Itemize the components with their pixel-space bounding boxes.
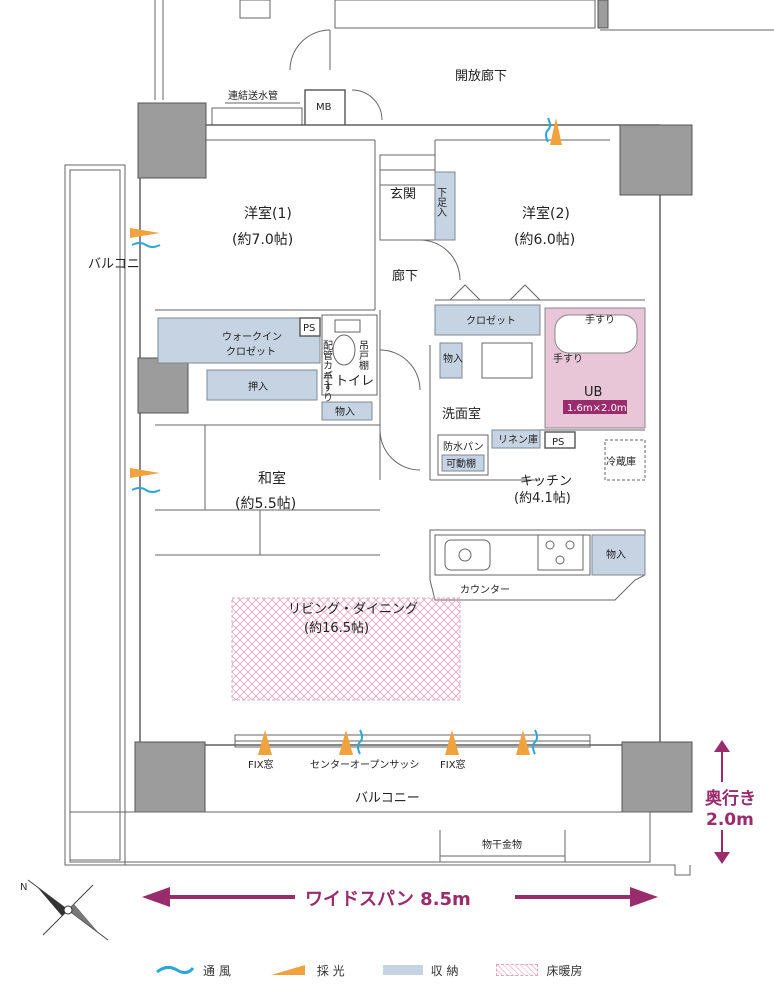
fix2-label: FIX窓 bbox=[440, 758, 466, 771]
monoire-mid-label: 物入 bbox=[443, 352, 463, 365]
monohoshi-label: 物干金物 bbox=[482, 838, 522, 851]
tesuri-bath2-label: 手すり bbox=[553, 352, 583, 365]
fix1-label: FIX窓 bbox=[248, 758, 274, 771]
tesuri-bath1-label: 手すり bbox=[585, 313, 615, 326]
depth-value: 2.0m bbox=[706, 810, 754, 830]
yoshitsu1-size: (約7.0帖) bbox=[232, 232, 293, 248]
storage-swatch-icon bbox=[382, 965, 423, 975]
kitchen-counter: 物入 カウンター bbox=[429, 529, 646, 601]
yoshitsu2-size: (約6.0帖) bbox=[514, 232, 575, 248]
mb-label: MB bbox=[316, 102, 332, 113]
depth-title: 奥行き bbox=[705, 788, 756, 809]
roka-label: 廊下 bbox=[392, 268, 418, 284]
walkin-closet bbox=[157, 317, 321, 364]
linen-storage bbox=[491, 429, 541, 449]
walkin-label-2: クロゼット bbox=[226, 346, 276, 358]
bottom-windows: FIX窓 センターオープンサッシ FIX窓 bbox=[234, 729, 591, 771]
top-corridor: 開放廊下 連結送水管 MB bbox=[154, 0, 774, 127]
legend-item-light: 採 光 bbox=[269, 962, 345, 979]
yoshitsu1-name: 洋室(1) bbox=[244, 205, 292, 222]
bosui-storage bbox=[441, 454, 485, 472]
span-label: ワイドスパン 8.5m bbox=[305, 889, 471, 910]
pillar-topleft bbox=[137, 102, 207, 179]
kitchen-size: (約4.1帖) bbox=[514, 491, 571, 506]
tesuri-toilet-label: 手すり bbox=[321, 371, 333, 402]
balcony-bottom: バルコニー 物干金物 bbox=[65, 791, 691, 876]
closet2-storage bbox=[434, 304, 541, 336]
legend-storage-label: 収 納 bbox=[430, 963, 459, 978]
washitsu-area: 和室 (約5.5帖) bbox=[155, 425, 380, 555]
walkin-label-1: ウォークイン bbox=[222, 331, 282, 343]
kitchen-name: キッチン bbox=[520, 474, 572, 489]
living-name: リビング・ダイニング bbox=[288, 602, 418, 617]
ps1-label: PS bbox=[303, 323, 315, 334]
washitsu-size: (約5.5帖) bbox=[235, 496, 296, 512]
legend: 通 風 採 光 収 納 床暖房 bbox=[155, 958, 675, 982]
svg-text:N: N bbox=[20, 882, 27, 893]
center-open-label: センターオープンサッシ bbox=[310, 759, 419, 771]
legend-floorheat-label: 床暖房 bbox=[546, 963, 583, 978]
legend-item-storage: 収 納 bbox=[382, 962, 459, 979]
toilet-area: 配管カバー 吊戸棚 手すり トイレ bbox=[321, 314, 378, 402]
ub-size-label: 1.6m×2.0m bbox=[567, 403, 627, 414]
floor-heating-area bbox=[231, 597, 461, 701]
genkan-area: 玄関 下足入 廊下 bbox=[379, 154, 456, 284]
shitabako-storage bbox=[434, 171, 456, 241]
haikan-label: 配管カバー bbox=[321, 340, 333, 390]
reizoko-label: 冷蔵庫 bbox=[606, 455, 636, 468]
monoire-kitchen-storage bbox=[591, 534, 646, 576]
monoire-small-label: 物入 bbox=[335, 405, 355, 418]
light-icon bbox=[270, 965, 305, 975]
ub-label: UB bbox=[584, 385, 602, 400]
counter-label: カウンター bbox=[460, 584, 510, 596]
depth-callout: 奥行き 2.0m bbox=[705, 740, 756, 864]
genkan-label: 玄関 bbox=[390, 187, 416, 202]
compass-icon: N bbox=[20, 879, 109, 941]
toilet-label: トイレ bbox=[335, 374, 374, 389]
legend-light-label: 採 光 bbox=[316, 963, 345, 978]
wind-icon bbox=[156, 965, 195, 975]
balcony-bottom-label: バルコニー bbox=[355, 791, 420, 806]
oshiire-label: 押入 bbox=[248, 380, 268, 393]
washitsu-name: 和室 bbox=[258, 470, 286, 487]
tsuritodana-label: 吊戸棚 bbox=[357, 340, 369, 371]
interior-walls bbox=[155, 139, 645, 556]
closet2-label: クロゼット bbox=[466, 315, 516, 327]
shitabako-label: 下足入 bbox=[435, 187, 447, 217]
side-vent-markers bbox=[130, 117, 562, 493]
legend-wind-label: 通 風 bbox=[203, 963, 231, 978]
oshiire-storage bbox=[206, 369, 318, 401]
unit-bath: 手すり 手すり UB 1.6m×2.0m bbox=[544, 307, 646, 429]
pillar-topright bbox=[619, 124, 693, 196]
legend-item-wind: 通 風 bbox=[155, 962, 231, 979]
pillar-bottomright bbox=[621, 741, 693, 813]
monoire-kitchen-label: 物入 bbox=[606, 548, 626, 561]
bosui-label-2: 可動棚 bbox=[446, 457, 476, 470]
monoire-small-storage bbox=[321, 401, 373, 421]
linen-label: リネン庫 bbox=[498, 433, 538, 446]
floorheat-swatch-icon bbox=[496, 964, 539, 976]
renketsu-label: 連結送水管 bbox=[228, 89, 278, 102]
pillar-midleft bbox=[137, 357, 189, 414]
span-callout: ワイドスパン 8.5m bbox=[142, 887, 658, 910]
yoshitsu2-name: 洋室(2) bbox=[522, 205, 570, 222]
ps2-label: PS bbox=[552, 437, 564, 448]
pillar-bottomleft bbox=[134, 741, 206, 813]
balcony-left-label: バルコニー bbox=[88, 257, 153, 272]
open-corridor-label: 開放廊下 bbox=[455, 68, 507, 84]
ps-box-1 bbox=[299, 317, 321, 337]
living-size: (約16.5帖) bbox=[304, 621, 369, 636]
bosui-label-1: 防水パン bbox=[443, 440, 484, 453]
monoire-mid-storage bbox=[439, 342, 463, 379]
legend-item-floorheat: 床暖房 bbox=[496, 962, 583, 979]
senmen-label: 洗面室 bbox=[442, 406, 481, 422]
